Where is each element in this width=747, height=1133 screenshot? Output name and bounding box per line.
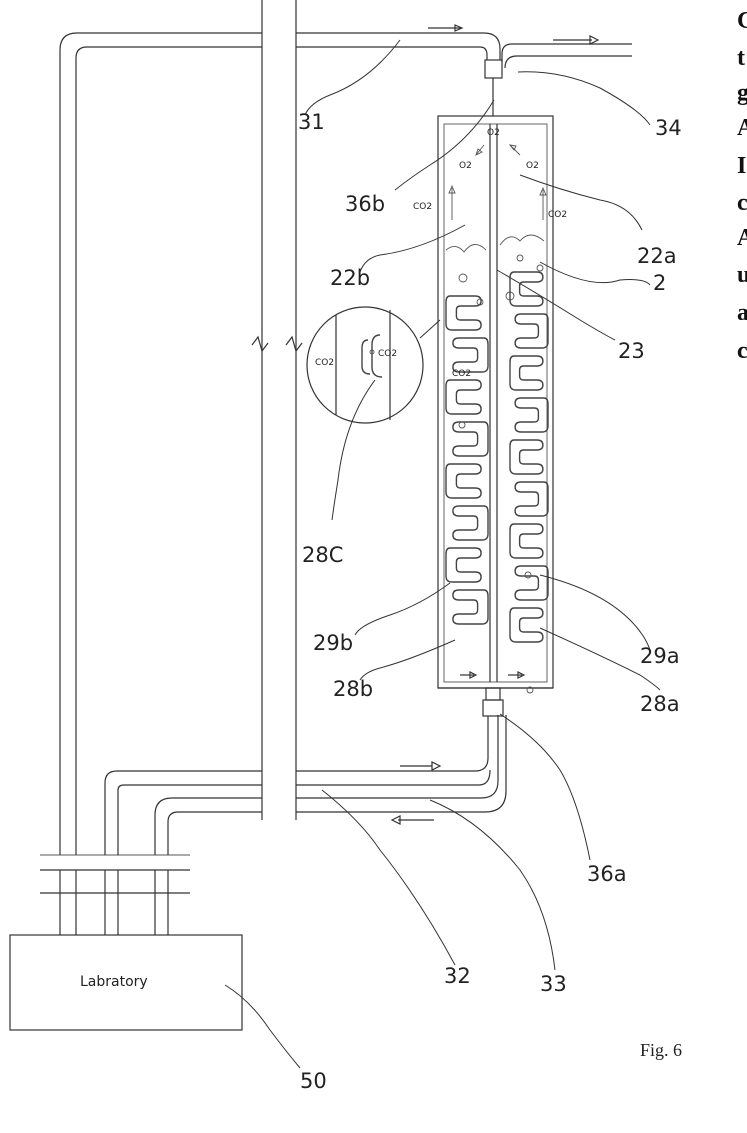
bottom-pipe-32	[105, 762, 490, 855]
gas-co2-right: CO2	[548, 210, 567, 220]
edge-char: u	[737, 262, 747, 288]
serpentine-cell	[515, 482, 548, 516]
label-28b: 28b	[333, 677, 373, 701]
serpentine-cell	[446, 296, 481, 330]
label-34: 34	[655, 116, 682, 140]
edge-char: c	[737, 338, 747, 364]
gas-co2-mid: CO2	[452, 369, 471, 379]
outlet-pipe-34	[502, 36, 632, 68]
bottom-connector-36a	[475, 688, 503, 771]
label-28a: 28a	[640, 692, 680, 716]
serpentine-cell	[510, 440, 543, 474]
laboratory-connectors	[40, 870, 190, 935]
serpentine-cell	[510, 356, 543, 390]
edge-char: I	[737, 153, 746, 179]
serpentine-cell	[446, 464, 481, 498]
gas-co2-inset-a: CO2	[315, 358, 334, 368]
serpentine-cell	[510, 524, 543, 558]
right-cell-column	[510, 272, 548, 642]
label-31: 31	[298, 110, 325, 134]
edge-char: A	[737, 225, 747, 251]
label-2: 2	[653, 271, 666, 295]
gas-co2-left: CO2	[413, 202, 432, 212]
figure-caption: Fig. 6	[640, 1040, 682, 1060]
serpentine-cell	[453, 338, 488, 372]
edge-char: A	[737, 115, 747, 141]
serpentine-cell	[515, 398, 548, 432]
serpentine-cell	[515, 566, 548, 600]
label-28c: 28C	[302, 543, 343, 567]
serpentine-cell	[515, 314, 548, 348]
label-36a: 36a	[587, 862, 627, 886]
edge-char: g	[737, 80, 747, 106]
gas-o2-left: O2	[459, 161, 472, 171]
edge-char: a	[737, 300, 747, 326]
gas-o2-right: O2	[526, 161, 539, 171]
laboratory-label: Labratory	[80, 974, 148, 990]
serpentine-cell	[446, 380, 481, 414]
cropped-right-text: C t g A I c A u a c	[737, 8, 747, 364]
label-50: 50	[300, 1069, 327, 1093]
serpentine-cell	[453, 506, 488, 540]
serpentine-cell	[453, 590, 488, 624]
bioreactor-housing	[438, 116, 553, 688]
serpentine-cell	[510, 608, 543, 642]
edge-char: t	[737, 45, 745, 71]
leader-lines	[225, 40, 660, 1068]
break-marks	[252, 0, 302, 820]
serpentine-cell	[446, 548, 481, 582]
left-vertical-pipe	[40, 33, 262, 855]
label-22b: 22b	[330, 266, 370, 290]
label-36b: 36b	[345, 192, 385, 216]
label-33: 33	[540, 972, 567, 996]
label-29a: 29a	[640, 644, 680, 668]
top-pipe-31	[296, 25, 502, 116]
label-32: 32	[444, 964, 471, 988]
gas-co2-inset-b: CO2	[378, 349, 397, 359]
label-29b: 29b	[313, 631, 353, 655]
label-23: 23	[618, 339, 645, 363]
serpentine-cell	[453, 422, 488, 456]
gas-o2-top: O2	[487, 128, 500, 138]
label-22a: 22a	[637, 244, 677, 268]
edge-char: c	[737, 190, 747, 216]
serpentine-cell	[510, 272, 543, 306]
edge-char: C	[737, 8, 747, 34]
left-cell-column	[446, 296, 488, 624]
inset-detail-28c	[307, 307, 440, 520]
